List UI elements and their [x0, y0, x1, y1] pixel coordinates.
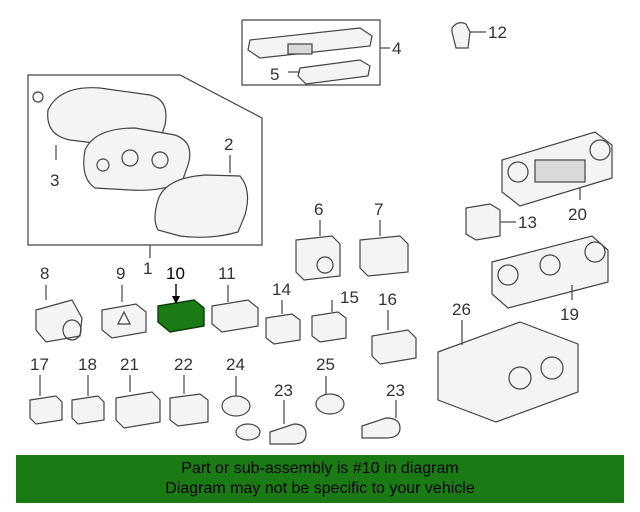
- callout-12: 12: [488, 23, 507, 42]
- callout-15: 15: [340, 288, 359, 307]
- callout-1: 1: [143, 259, 152, 278]
- callout-4: 4: [392, 39, 401, 58]
- callout-7: 7: [374, 200, 383, 219]
- part-12-clip[interactable]: [451, 22, 486, 49]
- callout-24: 24: [226, 355, 245, 374]
- part-10-switch-highlighted[interactable]: [157, 284, 205, 333]
- callout-17: 17: [30, 355, 49, 374]
- part-4-group-outline: [241, 19, 381, 86]
- part-21-switch[interactable]: [115, 375, 161, 429]
- callout-16: 16: [378, 290, 397, 309]
- part-7-switch[interactable]: [359, 220, 409, 277]
- callout-8: 8: [40, 264, 49, 283]
- part-26-control-unit[interactable]: [437, 320, 579, 423]
- callout-13: 13: [518, 213, 537, 232]
- parts-diagram: 1 2 3 4 5 6 7 8 9 10 11 12 13 14 15 16 1…: [27, 19, 613, 445]
- part-22-switch[interactable]: [169, 375, 209, 427]
- part-11-switch[interactable]: [211, 285, 259, 333]
- callout-11: 11: [218, 264, 236, 283]
- part-13-switch[interactable]: [465, 203, 516, 241]
- callout-2: 2: [224, 135, 233, 154]
- callout-19: 19: [560, 305, 579, 324]
- part-6-switch[interactable]: [295, 220, 341, 281]
- part-2-cluster-lens[interactable]: [154, 155, 249, 238]
- part-23-lighter-left[interactable]: [269, 400, 307, 445]
- callout-10-highlighted: 10: [166, 264, 185, 283]
- callout-9: 9: [116, 264, 125, 283]
- cluster-group-outline: [27, 74, 263, 246]
- banner-line-part: Part or sub-assembly is #10 in diagram: [181, 460, 459, 477]
- part-cluster-gauges[interactable]: [83, 127, 191, 191]
- part-8-knob[interactable]: [35, 285, 83, 343]
- part-17-switch[interactable]: [29, 375, 63, 425]
- part-20-climate-panel[interactable]: [501, 131, 613, 207]
- callout-23-left: 23: [274, 381, 293, 400]
- callout-20: 20: [568, 205, 587, 224]
- callout-22: 22: [174, 355, 193, 374]
- part-19-climate-panel[interactable]: [491, 235, 609, 309]
- part-16-switch[interactable]: [371, 310, 417, 365]
- info-banner: Part or sub-assembly is #10 in diagram D…: [16, 455, 624, 503]
- part-18-switch[interactable]: [71, 375, 105, 425]
- callout-3: 3: [50, 171, 59, 190]
- callout-18: 18: [78, 355, 97, 374]
- callout-25: 25: [316, 355, 335, 374]
- part-4-switch-bezel[interactable]: [247, 27, 373, 59]
- part-14-switch[interactable]: [265, 300, 301, 345]
- part-9-hazard-switch[interactable]: [101, 285, 147, 339]
- part-15-switch[interactable]: [311, 300, 347, 343]
- callout-26: 26: [452, 300, 471, 319]
- callout-6: 6: [314, 200, 323, 219]
- part-23-lighter-right[interactable]: [361, 400, 401, 439]
- part-24-socket[interactable]: [221, 376, 261, 441]
- banner-line-disclaimer: Diagram may not be specific to your vehi…: [165, 480, 475, 497]
- callout-23-right: 23: [386, 381, 405, 400]
- callout-14: 14: [272, 280, 291, 299]
- callout-5: 5: [270, 65, 279, 84]
- callout-21: 21: [120, 355, 139, 374]
- part-5-switch[interactable]: [288, 59, 371, 85]
- part-25-socket[interactable]: [315, 376, 345, 415]
